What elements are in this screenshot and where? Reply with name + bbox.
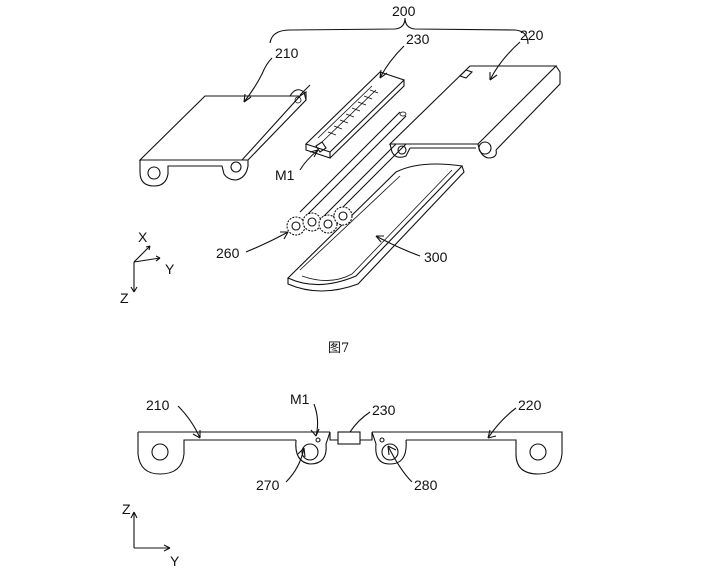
arrow-230: [379, 69, 388, 79]
label-side-280: 280: [414, 477, 438, 493]
arrow-side-220: [487, 429, 497, 439]
label-260: 260: [216, 245, 240, 261]
leader-260: [245, 231, 289, 253]
side-left-plate-210: [137, 431, 331, 475]
left-plate-210: [138, 84, 311, 187]
label-200: 200: [392, 3, 416, 19]
label-210: 210: [275, 45, 299, 61]
axis-y-label-bottom: Y: [170, 553, 180, 569]
label-side-220: 220: [518, 397, 542, 413]
label-220: 220: [520, 27, 544, 43]
leader-side-220: [487, 407, 517, 439]
axis-x-label: X: [138, 229, 148, 245]
side-right-plate-220: [371, 431, 563, 475]
label-side-270: 270: [256, 477, 280, 493]
axis-z-label-bottom: Z: [122, 501, 131, 517]
arrow-210: [243, 93, 252, 103]
side-hinge-230: [329, 431, 373, 445]
arrow-side-270: [297, 447, 306, 458]
axis-triad-bottom: [130, 511, 171, 552]
hinge-part-230: [304, 71, 406, 159]
arrow-300: [375, 235, 384, 243]
figure-side-view: 210 M1 230 220 270 280 Z Y: [122, 391, 563, 569]
label-side-210: 210: [146, 397, 170, 413]
label-side-M1: M1: [290, 391, 310, 407]
figure-7-exploded-view: 200 210 230: [120, 3, 561, 356]
arrow-220: [489, 72, 498, 81]
label-side-230: 230: [372, 402, 396, 418]
housing-300: [287, 163, 465, 292]
leader-300: [375, 235, 421, 257]
leader-210: [243, 57, 273, 103]
arrow-side-210: [192, 430, 201, 439]
label-300: 300: [424, 249, 448, 265]
axis-z-label-top: Z: [120, 290, 129, 306]
arrow-side-M1: [310, 428, 320, 437]
arrow-M1: [309, 149, 319, 158]
leader-side-230: [349, 411, 371, 433]
figure-caption: 图7: [328, 341, 349, 356]
leader-side-210: [177, 405, 201, 439]
leader-side-280: [387, 445, 413, 483]
leader-230: [379, 45, 405, 79]
leader-side-M1: [313, 403, 319, 437]
gear-set-260: [286, 206, 353, 236]
axis-triad-top: [130, 245, 161, 293]
leader-side-270: [285, 447, 305, 483]
leader-220: [489, 41, 521, 81]
assembly-brace: [269, 17, 529, 45]
label-M1: M1: [275, 167, 295, 183]
axis-y-label-top: Y: [165, 261, 175, 277]
arrow-260: [280, 231, 289, 240]
right-plate-220: [388, 65, 561, 159]
label-230: 230: [406, 31, 430, 47]
arrow-side-280: [387, 445, 397, 456]
leader-M1: [299, 149, 319, 171]
